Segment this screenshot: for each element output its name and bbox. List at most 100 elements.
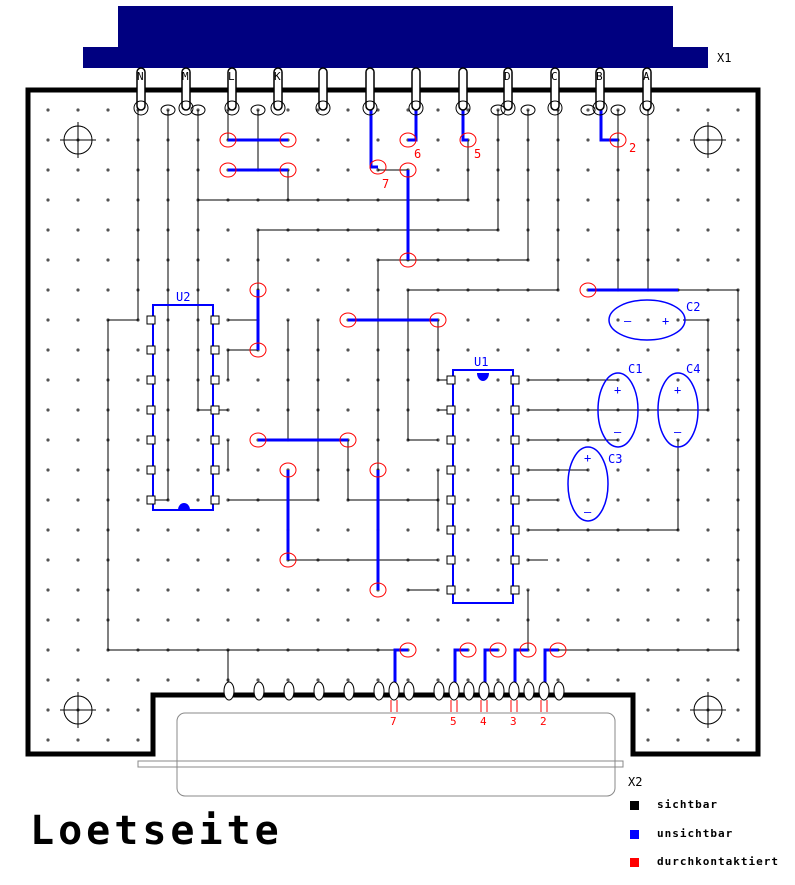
grid-dot — [46, 168, 50, 172]
grid-dot — [526, 348, 530, 352]
grid-dot — [586, 678, 590, 682]
ic-pin — [146, 495, 156, 505]
grid-dot — [46, 258, 50, 262]
grid-dot — [706, 438, 710, 442]
connector-x2-pin — [508, 681, 520, 701]
grid-dot — [646, 348, 650, 352]
connector-x1-pad — [500, 100, 516, 116]
grid-dot — [286, 108, 290, 112]
connector-x1-pin — [273, 67, 283, 111]
grid-dot — [496, 378, 500, 382]
via — [399, 132, 417, 148]
grid-dot — [736, 108, 740, 112]
ic-pin — [510, 585, 520, 595]
grid-dot — [586, 558, 590, 562]
connector-x2-body — [176, 712, 616, 797]
connector-x1-pad — [639, 100, 655, 116]
grid-dot — [376, 138, 380, 142]
grid-dot — [496, 618, 500, 622]
connector-x1-pad — [178, 100, 194, 116]
grid-dot — [76, 648, 80, 652]
grid-dot — [736, 228, 740, 232]
grid-dot — [346, 588, 350, 592]
connector-x2-pin — [538, 681, 550, 701]
grid-dot — [46, 348, 50, 352]
grid-dot — [316, 138, 320, 142]
grid-dot — [226, 558, 230, 562]
grid-dot — [76, 198, 80, 202]
grid-dot — [76, 378, 80, 382]
ic-u2-body — [152, 304, 214, 511]
grid-dot — [466, 618, 470, 622]
connector-x1-pad — [133, 100, 149, 116]
connector-x2-pin — [283, 681, 295, 701]
connector-x1-pin — [227, 67, 237, 111]
grid-dot — [76, 258, 80, 262]
grid-dot — [316, 678, 320, 682]
via — [279, 162, 297, 178]
grid-dot — [256, 378, 260, 382]
connector-x1-pin-label: A — [643, 70, 650, 83]
grid-dot — [586, 498, 590, 502]
capacitor-c2: C2 – + — [608, 299, 700, 341]
grid-dot — [466, 438, 470, 442]
grid-dot — [706, 588, 710, 592]
connector-x2-pin — [223, 681, 235, 701]
grid-dot — [286, 678, 290, 682]
connector-x2-pin-number: 7 — [390, 715, 397, 728]
ic-u2-label: U2 — [176, 290, 190, 304]
grid-dot — [76, 738, 80, 742]
ic-pin — [446, 525, 456, 535]
svg-text:+: + — [674, 383, 681, 397]
connector-x1-pad — [580, 104, 596, 116]
grid-dot — [316, 618, 320, 622]
connector-x1-pin-label: C — [551, 70, 558, 83]
via — [339, 312, 357, 328]
connector-x1-body — [118, 6, 673, 50]
connector-x1-pad — [592, 100, 608, 116]
grid-dot — [646, 468, 650, 472]
connector-x1-pin — [411, 67, 421, 111]
grid-dot — [106, 108, 110, 112]
ic-pin — [146, 345, 156, 355]
grid-dot — [76, 348, 80, 352]
net-label-5: 5 — [474, 147, 481, 161]
grid-dot — [586, 138, 590, 142]
grid-dot — [586, 198, 590, 202]
connector-x1-label: X1 — [717, 51, 731, 65]
grid-dot — [346, 108, 350, 112]
grid-dot — [46, 498, 50, 502]
grid-dot — [256, 558, 260, 562]
grid-dot — [136, 408, 140, 412]
grid-dot — [46, 108, 50, 112]
ic-pin — [510, 525, 520, 535]
connector-x1-pin — [458, 67, 468, 111]
connector-x2-pin — [373, 681, 385, 701]
connector-x2-pin — [493, 681, 505, 701]
grid-dot — [616, 588, 620, 592]
via — [429, 312, 447, 328]
grid-dot — [76, 678, 80, 682]
connector-x1-pin — [318, 67, 328, 111]
grid-dot — [76, 108, 80, 112]
ic-pin — [446, 585, 456, 595]
grid-dot — [346, 138, 350, 142]
connector-x1-pad — [315, 100, 331, 116]
grid-dot — [616, 318, 620, 322]
grid-dot — [196, 588, 200, 592]
via — [399, 642, 417, 658]
grid-dot — [76, 528, 80, 532]
grid-dot — [106, 168, 110, 172]
grid-dot — [526, 318, 530, 322]
grid-dot — [466, 588, 470, 592]
svg-text:–: – — [624, 314, 632, 328]
grid-dot — [496, 678, 500, 682]
grid-dot — [556, 618, 560, 622]
via — [609, 132, 627, 148]
grid-dot — [106, 138, 110, 142]
grid-dot — [586, 108, 590, 112]
grid-dot — [436, 108, 440, 112]
grid-dot — [646, 318, 650, 322]
grid-dot — [256, 678, 260, 682]
